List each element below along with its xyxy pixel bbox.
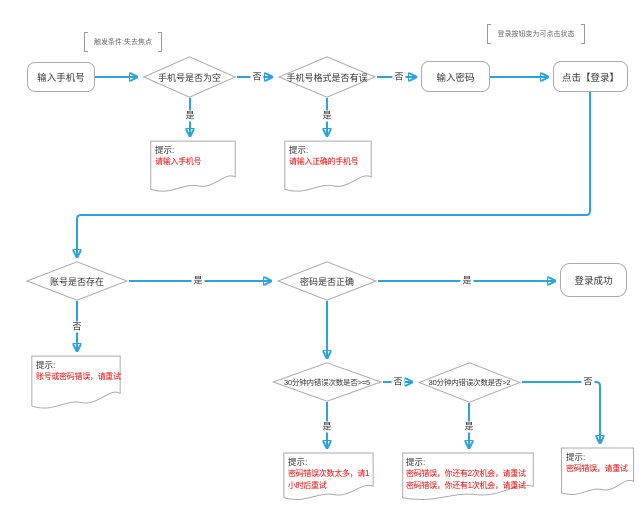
doc-message: 小时后重试: [288, 481, 327, 490]
edge-label-yes: 是: [460, 275, 474, 287]
edge-label-yes: 是: [320, 421, 334, 433]
node-input-phone: 输入手机号: [27, 62, 95, 92]
document-shape: [149, 140, 237, 196]
doc-title: 提示:: [36, 360, 56, 370]
doc-title: 提示:: [288, 457, 308, 467]
node-phone-format-decision: 手机号格式是否有误: [277, 56, 377, 98]
node-label: 输入密码: [436, 72, 475, 84]
doc-message: 账号或密码错误，请重试: [36, 372, 121, 381]
node-label: 账号是否存在: [49, 276, 104, 287]
doc-message: 密码错误，请重试: [566, 464, 628, 473]
doc-message: 请输入手机号: [155, 157, 202, 166]
doc-title: 提示:: [566, 452, 586, 462]
document-shape: [400, 452, 536, 504]
node-label: 点击【登录】: [561, 72, 619, 84]
annotation-text: 触发条件:失去焦点: [94, 39, 152, 46]
annotation-trigger-condition: 触发条件:失去焦点: [84, 32, 162, 52]
doc-message: 密码错误次数太多，请1: [288, 469, 370, 478]
edge-label-yes: 是: [320, 110, 334, 122]
node-input-password: 输入密码: [421, 61, 490, 92]
node-label: 输入手机号: [37, 73, 85, 84]
node-errors-gt2-decision: 30分钟内错误次数是否>2: [417, 362, 522, 403]
node-login-success: 登录成功: [560, 263, 627, 297]
annotation-login-button-state: 登录按钮变为可点击状态: [487, 24, 585, 44]
edge-label-yes: 是: [183, 110, 197, 122]
document-shape: [560, 447, 635, 499]
diamond-shape: [277, 56, 377, 98]
diamond-shape: [271, 362, 383, 402]
node-label: 30分钟内错误次数是否>2: [428, 378, 511, 387]
diamond-shape: [142, 56, 237, 98]
doc-account-error: 提示: 账号或密码错误，请重试: [30, 355, 122, 413]
doc-message: 密码错误，你还有2次机会，请重试: [406, 469, 526, 478]
edge-gt2-no-doc: [522, 381, 600, 443]
document-shape: [30, 355, 122, 413]
node-label: 手机号是否为空: [157, 72, 221, 83]
doc-password-retry: 提示: 密码错误，请重试: [560, 447, 635, 499]
node-label: 30分钟内错误次数是否>=5: [284, 377, 370, 387]
node-password-correct-decision: 密码是否正确: [276, 261, 378, 301]
doc-enter-phone: 提示: 请输入手机号: [149, 140, 237, 196]
document-shape: [283, 140, 373, 196]
doc-message: 密码错误，你还有1次机会，请重试: [406, 481, 526, 490]
node-label: 手机号格式是否有误: [286, 72, 368, 83]
doc-title: 提示:: [155, 145, 175, 155]
node-phone-empty-decision: 手机号是否为空: [142, 56, 237, 98]
doc-too-many-errors: 提示: 密码错误次数太多，请1 小时后重试: [282, 452, 375, 504]
annotation-text: 登录按钮变为可点击状态: [497, 31, 575, 38]
edge-label-no: 否: [391, 376, 405, 388]
edge-label-no: 否: [250, 71, 264, 83]
edge-label-no: 否: [581, 376, 595, 388]
diamond-shape: [417, 362, 522, 403]
node-errors-ge5-decision: 30分钟内错误次数是否>=5: [271, 362, 383, 402]
node-label: 密码是否正确: [299, 276, 354, 287]
document-shape: [282, 452, 375, 504]
edge-label-no: 否: [392, 71, 406, 83]
edge-clicklogin-to-accountcheck: [77, 92, 591, 257]
doc-message: 请输入正确的手机号: [289, 157, 359, 166]
node-label: 登录成功: [574, 276, 613, 287]
diamond-shape: [25, 261, 129, 301]
node-click-login: 点击【登录】: [553, 61, 628, 92]
doc-remaining-chances: 提示: 密码错误，你还有2次机会，请重试 密码错误，你还有1次机会，请重试: [400, 452, 536, 504]
doc-title: 提示:: [406, 457, 426, 467]
node-account-exists-decision: 账号是否存在: [25, 261, 129, 301]
edge-label-yes: 是: [462, 421, 476, 433]
edge-label-yes: 是: [191, 275, 205, 287]
doc-correct-phone: 提示: 请输入正确的手机号: [283, 140, 373, 196]
edge-label-no: 否: [70, 321, 84, 333]
diamond-shape: [276, 261, 378, 301]
doc-title: 提示:: [289, 145, 309, 155]
